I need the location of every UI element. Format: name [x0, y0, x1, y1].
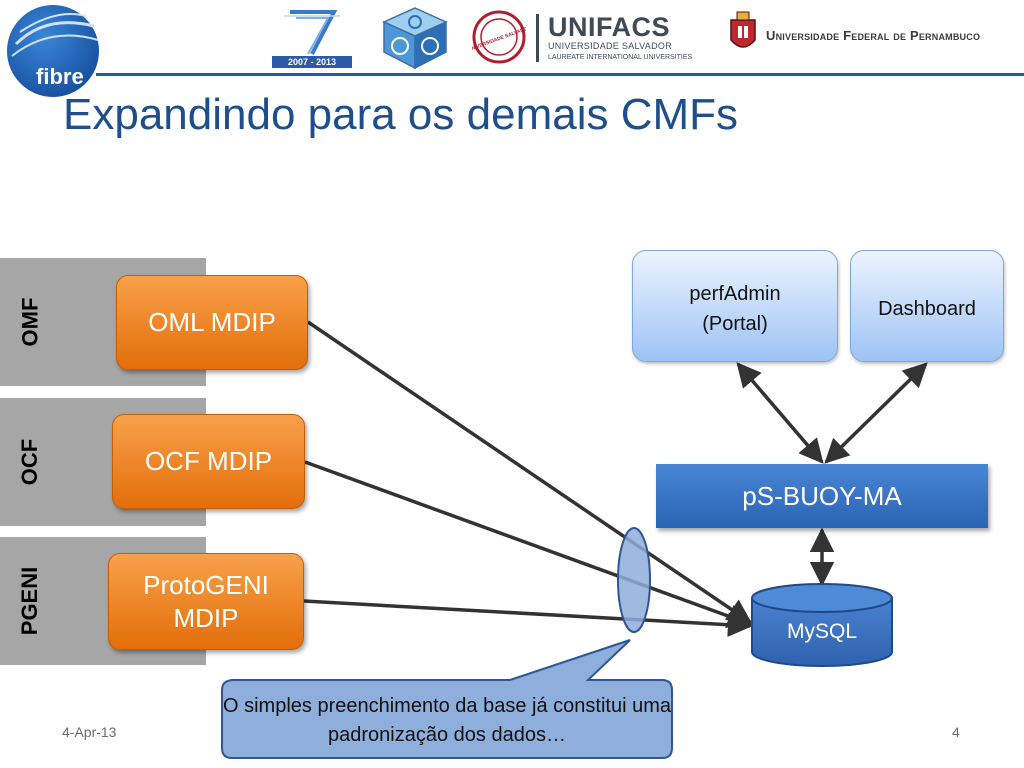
- unifacs-logo: UNIFACS UNIVERSIDADE SALVADOR LAUREATE I…: [536, 10, 706, 66]
- unifacs-laureate: LAUREATE INTERNATIONAL UNIVERSITIES: [548, 54, 693, 61]
- header-logos: fibre 2007 - 2013 UNIVERSIDADE SALVADOR …: [0, 0, 1024, 97]
- fp7-seven-icon: [284, 10, 340, 55]
- protogeni-mdip-box: ProtoGENI MDIP: [108, 553, 304, 650]
- ocf-mdip-box: OCF MDIP: [112, 414, 305, 509]
- unifacs-subtitle: UNIVERSIDADE SALVADOR: [548, 41, 672, 51]
- mysql-label: MySQL: [786, 620, 857, 643]
- footer-page-number: 4: [952, 724, 960, 740]
- unifacs-name: UNIFACS: [548, 12, 671, 42]
- callout-bubble: [221, 639, 673, 759]
- ufpe-crest-icon: [730, 11, 756, 48]
- perfadmin-portal-box: perfAdmin (Portal): [632, 250, 838, 362]
- fp7-logo: 2007 - 2013: [272, 6, 352, 68]
- unifacs-divider: [536, 14, 539, 62]
- page-title: Expandindo para os demais CMFs: [63, 90, 738, 139]
- footer-date: 4-Apr-13: [62, 724, 117, 740]
- ufpe-name: Universidade Federal de Pernambuco: [766, 28, 981, 43]
- fibre-logo-text: fibre: [36, 64, 84, 89]
- seal-logo: UNIVERSIDADE SALVADOR: [472, 10, 526, 64]
- cube-logo: [382, 7, 448, 70]
- grouping-ellipse: [617, 527, 651, 633]
- dashboard-box: Dashboard: [850, 250, 1004, 362]
- arrow-dashboard-buoy: [824, 362, 928, 464]
- mysql-database-icon: [751, 583, 893, 667]
- oml-mdip-box: OML MDIP: [116, 275, 308, 370]
- line-protogeni-to-mysql: [303, 599, 753, 637]
- arrow-perfadmin-buoy: [736, 362, 824, 464]
- line-ocf-to-mysql: [304, 460, 753, 628]
- fp7-years: 2007 - 2013: [272, 56, 352, 68]
- header-rule: [96, 73, 1024, 76]
- callout-text: O simples preenchimento da base já const…: [222, 695, 671, 746]
- ps-buoy-ma-box: pS-BUOY-MA: [656, 464, 988, 528]
- line-oml-to-mysql: [307, 320, 753, 624]
- fibre-logo: fibre: [7, 5, 99, 97]
